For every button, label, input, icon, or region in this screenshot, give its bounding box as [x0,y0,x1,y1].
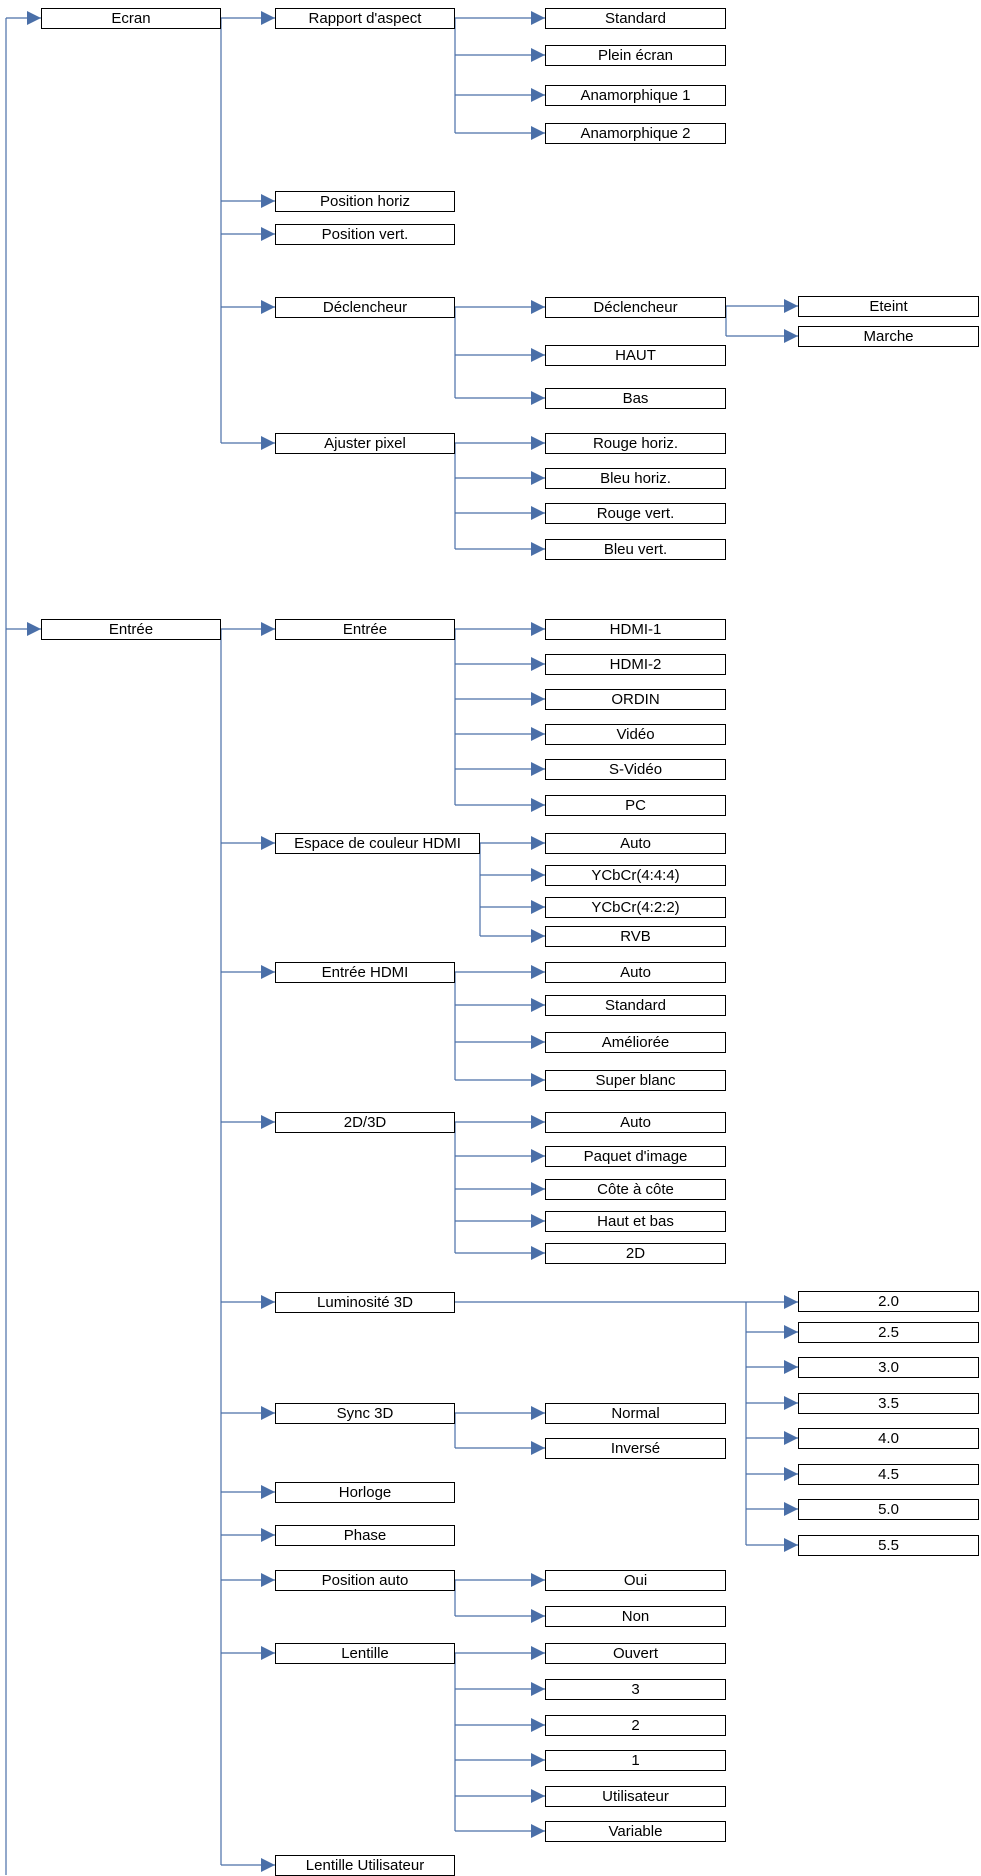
option-sync-normal[interactable]: Normal [545,1403,726,1424]
option-variable[interactable]: Variable [545,1821,726,1842]
item-lentille-utilisateur[interactable]: Lentille Utilisateur [275,1855,455,1876]
option-rvb[interactable]: RVB [545,926,726,947]
option-haut[interactable]: HAUT [545,345,726,366]
menu-entree[interactable]: Entrée [41,619,221,640]
option-ycbcr-422[interactable]: YCbCr(4:2:2) [545,897,726,918]
option-video[interactable]: Vidéo [545,724,726,745]
option-non[interactable]: Non [545,1606,726,1627]
item-entree[interactable]: Entrée [275,619,455,640]
item-2d-3d[interactable]: 2D/3D [275,1112,455,1133]
option-lum-4-5[interactable]: 4.5 [798,1464,979,1485]
option-paquet-image[interactable]: Paquet d'image [545,1146,726,1167]
option-pc[interactable]: PC [545,795,726,816]
option-lum-2-0[interactable]: 2.0 [798,1291,979,1312]
item-position-horiz[interactable]: Position horiz [275,191,455,212]
item-rapport-aspect[interactable]: Rapport d'aspect [275,8,455,29]
option-utilisateur[interactable]: Utilisateur [545,1786,726,1807]
menu-ecran[interactable]: Ecran [41,8,221,29]
option-anamorphique-2[interactable]: Anamorphique 2 [545,123,726,144]
option-amelioree[interactable]: Améliorée [545,1032,726,1053]
option-lum-3-0[interactable]: 3.0 [798,1357,979,1378]
item-declencheur[interactable]: Déclencheur [275,297,455,318]
item-luminosite-3d[interactable]: Luminosité 3D [275,1292,455,1313]
option-rouge-vert[interactable]: Rouge vert. [545,503,726,524]
option-lentille-1[interactable]: 1 [545,1750,726,1771]
option-marche[interactable]: Marche [798,326,979,347]
option-2d[interactable]: 2D [545,1243,726,1264]
option-ouvert[interactable]: Ouvert [545,1643,726,1664]
option-sync-inverse[interactable]: Inversé [545,1438,726,1459]
option-lentille-2[interactable]: 2 [545,1715,726,1736]
option-lum-5-0[interactable]: 5.0 [798,1499,979,1520]
item-phase[interactable]: Phase [275,1525,455,1546]
option-espace-auto[interactable]: Auto [545,833,726,854]
option-lentille-3[interactable]: 3 [545,1679,726,1700]
option-s-video[interactable]: S-Vidéo [545,759,726,780]
option-lum-3-5[interactable]: 3.5 [798,1393,979,1414]
option-ordin[interactable]: ORDIN [545,689,726,710]
option-lum-2-5[interactable]: 2.5 [798,1322,979,1343]
option-3d-auto[interactable]: Auto [545,1112,726,1133]
option-haut-et-bas[interactable]: Haut et bas [545,1211,726,1232]
option-bleu-vert[interactable]: Bleu vert. [545,539,726,560]
item-position-vert[interactable]: Position vert. [275,224,455,245]
item-espace-couleur-hdmi[interactable]: Espace de couleur HDMI [275,833,480,854]
option-hdmi-auto[interactable]: Auto [545,962,726,983]
option-super-blanc[interactable]: Super blanc [545,1070,726,1091]
item-sync-3d[interactable]: Sync 3D [275,1403,455,1424]
item-horloge[interactable]: Horloge [275,1482,455,1503]
option-lum-4-0[interactable]: 4.0 [798,1428,979,1449]
item-position-auto[interactable]: Position auto [275,1570,455,1591]
option-eteint[interactable]: Eteint [798,296,979,317]
option-hdmi-2[interactable]: HDMI-2 [545,654,726,675]
option-hdmi-standard[interactable]: Standard [545,995,726,1016]
item-entree-hdmi[interactable]: Entrée HDMI [275,962,455,983]
option-oui[interactable]: Oui [545,1570,726,1591]
option-lum-5-5[interactable]: 5.5 [798,1535,979,1556]
option-rouge-horiz[interactable]: Rouge horiz. [545,433,726,454]
option-cote-a-cote[interactable]: Côte à côte [545,1179,726,1200]
option-anamorphique-1[interactable]: Anamorphique 1 [545,85,726,106]
option-standard[interactable]: Standard [545,8,726,29]
option-ycbcr-444[interactable]: YCbCr(4:4:4) [545,865,726,886]
item-declencheur-sub[interactable]: Déclencheur [545,297,726,318]
option-plein-ecran[interactable]: Plein écran [545,45,726,66]
option-bleu-horiz[interactable]: Bleu horiz. [545,468,726,489]
option-hdmi-1[interactable]: HDMI-1 [545,619,726,640]
item-ajuster-pixel[interactable]: Ajuster pixel [275,433,455,454]
item-lentille[interactable]: Lentille [275,1643,455,1664]
option-bas[interactable]: Bas [545,388,726,409]
